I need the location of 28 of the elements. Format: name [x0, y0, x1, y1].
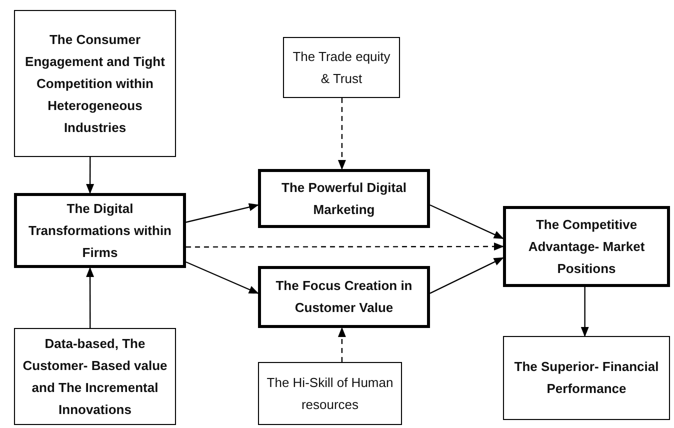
- arrow: [186, 203, 259, 223]
- process-box: [258, 266, 430, 328]
- box-label: The Digital Transformations within Firms: [27, 200, 172, 262]
- arrow: [580, 287, 589, 337]
- process-box: [258, 169, 430, 228]
- box-label: The Powerful Digital Marketing: [280, 178, 408, 219]
- arrow: [186, 242, 504, 251]
- arrow: [338, 327, 346, 362]
- arrow: [338, 98, 346, 170]
- process-box: [503, 206, 670, 287]
- arrow: [430, 257, 504, 294]
- box-label: The Trade equity & Trust: [292, 48, 392, 88]
- arrow: [86, 267, 94, 328]
- box-label: The Superior- Financial Performance: [513, 358, 660, 398]
- process-box: [258, 362, 402, 425]
- process-box: [283, 37, 400, 98]
- box-label: Data-based, The Customer- Based value and The Incremental Innovations: [22, 334, 168, 418]
- arrow: [86, 157, 94, 194]
- arrow: [186, 261, 259, 294]
- process-box: [14, 328, 176, 425]
- box-label: The Competitive Advantage- Market Positions: [527, 216, 646, 278]
- box-label: The Consumer Engagement and Tight Competition within Heterogeneous Industries: [24, 30, 166, 136]
- arrow: [430, 204, 504, 239]
- process-box: [503, 336, 670, 420]
- box-label: The Hi-Skill of Human resources: [266, 374, 394, 414]
- process-box: [14, 10, 176, 157]
- box-label: The Focus Creation in Customer Value: [274, 277, 414, 317]
- process-box: [14, 193, 186, 268]
